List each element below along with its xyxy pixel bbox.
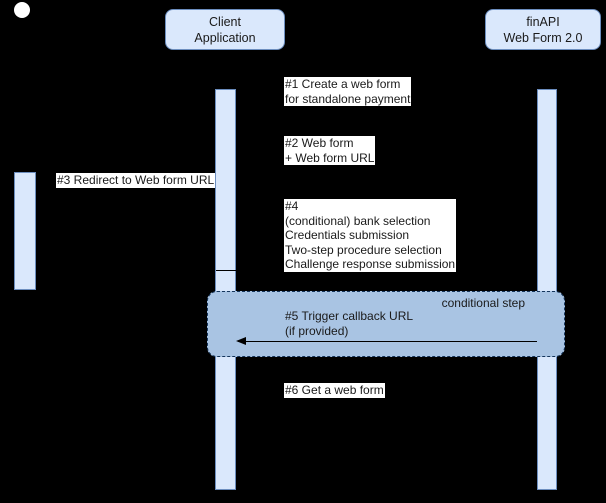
actor-dot-icon <box>14 2 30 18</box>
activation-bar-finapi <box>537 89 557 490</box>
participant-finapi-web-form[interactable]: finAPI Web Form 2.0 <box>485 9 601 50</box>
message-label-1: #1 Create a web form for standalone paym… <box>284 77 412 106</box>
conditional-step-message: #5 Trigger callback URL (if provided) <box>285 309 414 338</box>
callback-arrow-head-icon <box>236 337 246 345</box>
message-label-3: #3 Redirect to Web form URL <box>56 173 216 188</box>
participant-client-application[interactable]: Client Application <box>165 9 285 50</box>
activation-bar-client-application <box>215 89 236 490</box>
message-label-6: #6 Get a web form <box>284 383 385 398</box>
message-label-2: #2 Web form + Web form URL <box>284 136 376 165</box>
callback-arrow-line <box>238 341 537 342</box>
participant-finapi-web-form-label: finAPI Web Form 2.0 <box>503 14 583 45</box>
conditional-step-title: conditional step <box>441 296 525 310</box>
conditional-step-fragment <box>207 291 565 357</box>
participant-client-application-label: Client Application <box>194 14 256 45</box>
activation-bar-actor <box>14 172 36 290</box>
message-label-4: #4 (conditional) bank selection Credenti… <box>284 199 457 272</box>
activation-divider-client <box>216 270 236 271</box>
